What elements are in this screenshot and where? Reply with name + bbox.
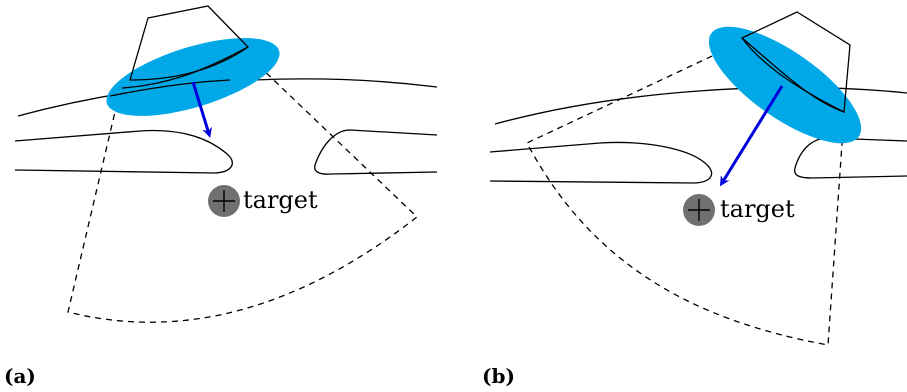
skin-surface-b — [494, 86, 907, 125]
skin-through-probe-a — [109, 79, 231, 97]
panel-label-a: (a) — [4, 364, 36, 388]
organ-left-b — [489, 141, 713, 184]
direction-arrow-a — [191, 81, 213, 138]
direction-arrow-b — [719, 85, 784, 187]
panel-a: target (a) — [4, 5, 438, 388]
target-label-a: target — [243, 186, 318, 214]
probe-face-b — [741, 37, 845, 113]
imaging-sector-b — [526, 41, 845, 346]
organ-right-a — [314, 129, 438, 175]
organ-left-a — [14, 129, 233, 174]
target-label-b: target — [720, 195, 795, 223]
organ-right-b — [794, 137, 907, 179]
panel-label-b: (b) — [482, 364, 515, 388]
imaging-sector-a — [67, 64, 418, 323]
target-marker-a — [208, 185, 240, 217]
probe-footprint-a — [106, 38, 280, 116]
probe-footprint-b — [708, 26, 862, 144]
probe-face-a — [121, 46, 249, 89]
panel-b: target (b) — [482, 11, 907, 388]
target-marker-b — [683, 194, 715, 226]
